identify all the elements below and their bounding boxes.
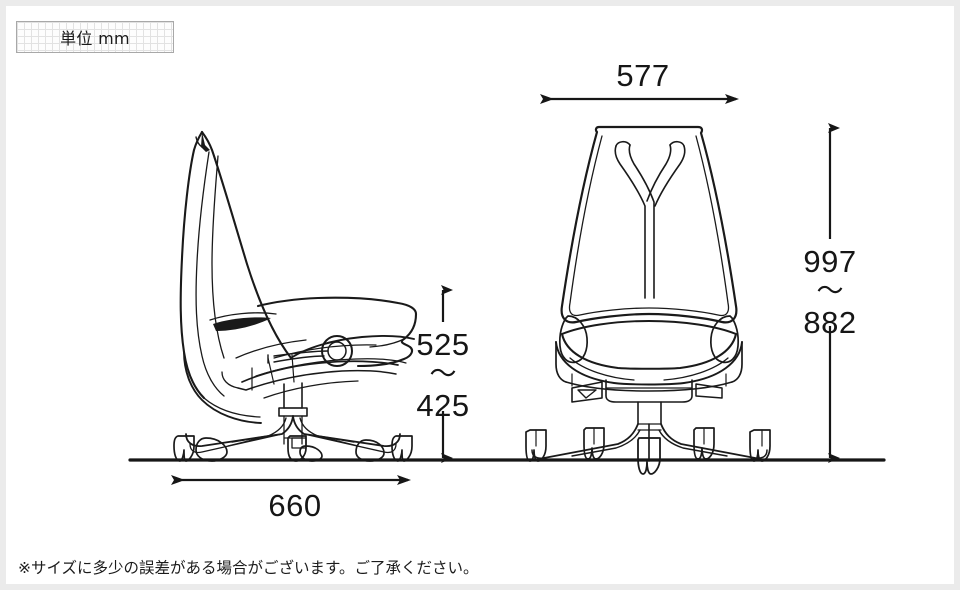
- dimension-seat-height: 525 ～ 425: [416, 285, 469, 463]
- backrest-width-value: 577: [616, 58, 669, 93]
- base-width-value: 660: [268, 488, 321, 523]
- seat-height-separator: ～: [430, 359, 457, 390]
- seat-height-max: 525: [416, 327, 469, 362]
- overall-height-separator: ～: [817, 276, 844, 307]
- seat-height-min: 425: [416, 388, 469, 423]
- front-view-chair: [525, 125, 771, 475]
- chair-dimension-drawing: 577 997 ～ 882 525 ～ 425 660: [128, 58, 886, 523]
- dimension-backrest-width: 577: [540, 58, 739, 104]
- unit-badge-label: 単位 mm: [60, 29, 130, 48]
- overall-height-min: 882: [803, 305, 856, 340]
- side-view-chair: [173, 130, 418, 462]
- dimension-base-width: 660: [171, 475, 411, 523]
- overall-height-max: 997: [803, 244, 856, 279]
- size-disclaimer-note: ※サイズに多少の誤差がある場合がございます。ご了承ください。: [18, 559, 479, 577]
- unit-badge: 単位 mm: [16, 21, 174, 53]
- drawing-sheet: 単位 mm: [6, 6, 954, 584]
- dimension-overall-height: 997 ～ 882: [803, 123, 856, 463]
